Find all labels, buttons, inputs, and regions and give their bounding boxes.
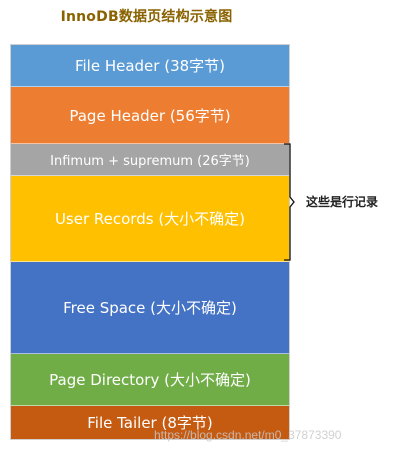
page-directory-label: Page Directory (大小不确定) [49, 371, 251, 389]
diagram-title: InnoDB数据页结构示意图 [60, 9, 233, 25]
watermark: https://blog.csdn.net/m0_37873390 [154, 428, 342, 442]
row-records-brace [284, 143, 295, 261]
file-tailer-block: File Tailer (8字节) [11, 406, 289, 439]
user-records-label: User Records (大小不确定) [54, 210, 246, 228]
page-header-block: Page Header (56字节) [11, 87, 289, 144]
free-space-label: Free Space (大小不确定) [63, 299, 237, 317]
file-tailer-label: File Tailer (8字节) [87, 414, 213, 432]
user-records-block: User Records (大小不确定) [11, 176, 289, 262]
page-directory-block: Page Directory (大小不确定) [11, 354, 289, 406]
file-header-block: File Header (38字节) [11, 45, 289, 87]
row-records-label: 这些是行记录 [306, 195, 379, 209]
file-header-label: File Header (38字节) [74, 57, 226, 75]
page-structure-stack: File Header (38字节) Page Header (56字节) In… [10, 44, 290, 440]
page-header-label: Page Header (56字节) [69, 106, 231, 125]
infimum-supremum-block: Infimum + supremum (26字节) [11, 144, 289, 176]
infimum-supremum-label: Infimum + supremum (26字节) [50, 154, 250, 169]
free-space-block: Free Space (大小不确定) [11, 262, 289, 354]
